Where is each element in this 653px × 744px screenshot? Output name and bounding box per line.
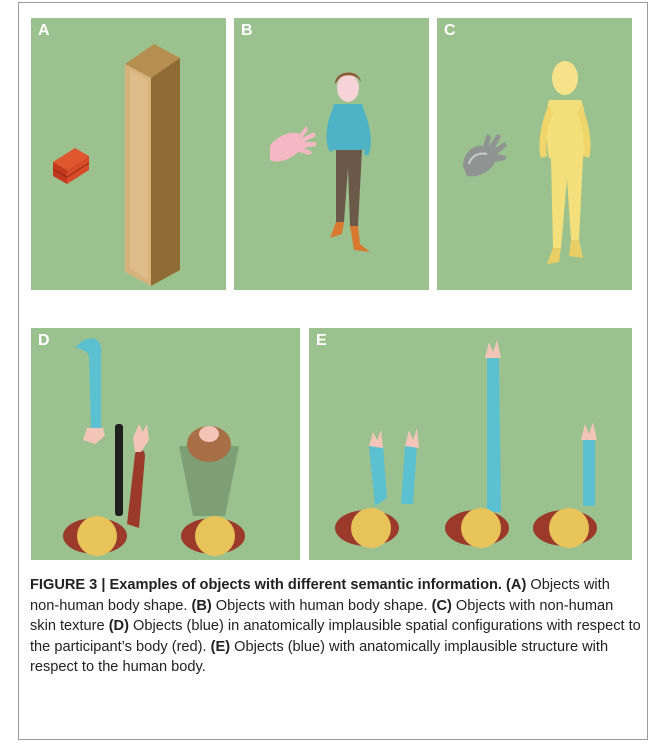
glove-icon <box>463 134 507 176</box>
panel-b: B <box>234 18 429 290</box>
participant-left-icon <box>63 424 149 556</box>
panel-letter: A <box>38 23 50 39</box>
panel-d: D <box>31 328 300 560</box>
two-hand-figure-icon <box>335 428 419 548</box>
panel-b-illustration <box>234 18 429 290</box>
panel-d-illustration <box>31 328 300 560</box>
panel-e-illustration <box>309 328 632 560</box>
single-hand-figure-icon <box>533 422 597 548</box>
caption-tag-a: (A) <box>506 577 526 593</box>
human-figure-icon <box>327 72 371 252</box>
mannequin-icon <box>539 61 590 264</box>
panel-a-illustration <box>31 18 226 290</box>
participant-right-icon <box>181 516 245 556</box>
caption-tag-c: (C) <box>432 598 452 614</box>
figure-caption: FIGURE 3 | Examples of objects with diff… <box>30 575 642 678</box>
panel-a: A <box>31 18 226 290</box>
panel-c: C <box>437 18 632 290</box>
hand-icon <box>270 126 316 162</box>
panel-c-illustration <box>437 18 632 290</box>
caption-tag-b: (B) <box>191 598 211 614</box>
green-cone-icon <box>179 426 239 516</box>
caption-title: FIGURE 3 | Examples of objects with diff… <box>30 577 502 593</box>
floating-blue-arm-icon <box>75 338 105 444</box>
panel-letter: E <box>316 333 327 349</box>
black-stick-icon <box>115 424 123 516</box>
panel-letter: C <box>444 23 456 39</box>
long-arm-figure-icon <box>445 340 509 548</box>
caption-text-b: Objects with human body shape. <box>212 598 432 614</box>
panel-letter: D <box>38 333 50 349</box>
brick-stack-icon <box>53 148 89 184</box>
caption-tag-d: (D) <box>109 618 129 634</box>
caption-tag-e: (E) <box>211 639 230 655</box>
wooden-board-icon <box>125 44 180 286</box>
panel-letter: B <box>241 23 253 39</box>
panel-e: E <box>309 328 632 560</box>
